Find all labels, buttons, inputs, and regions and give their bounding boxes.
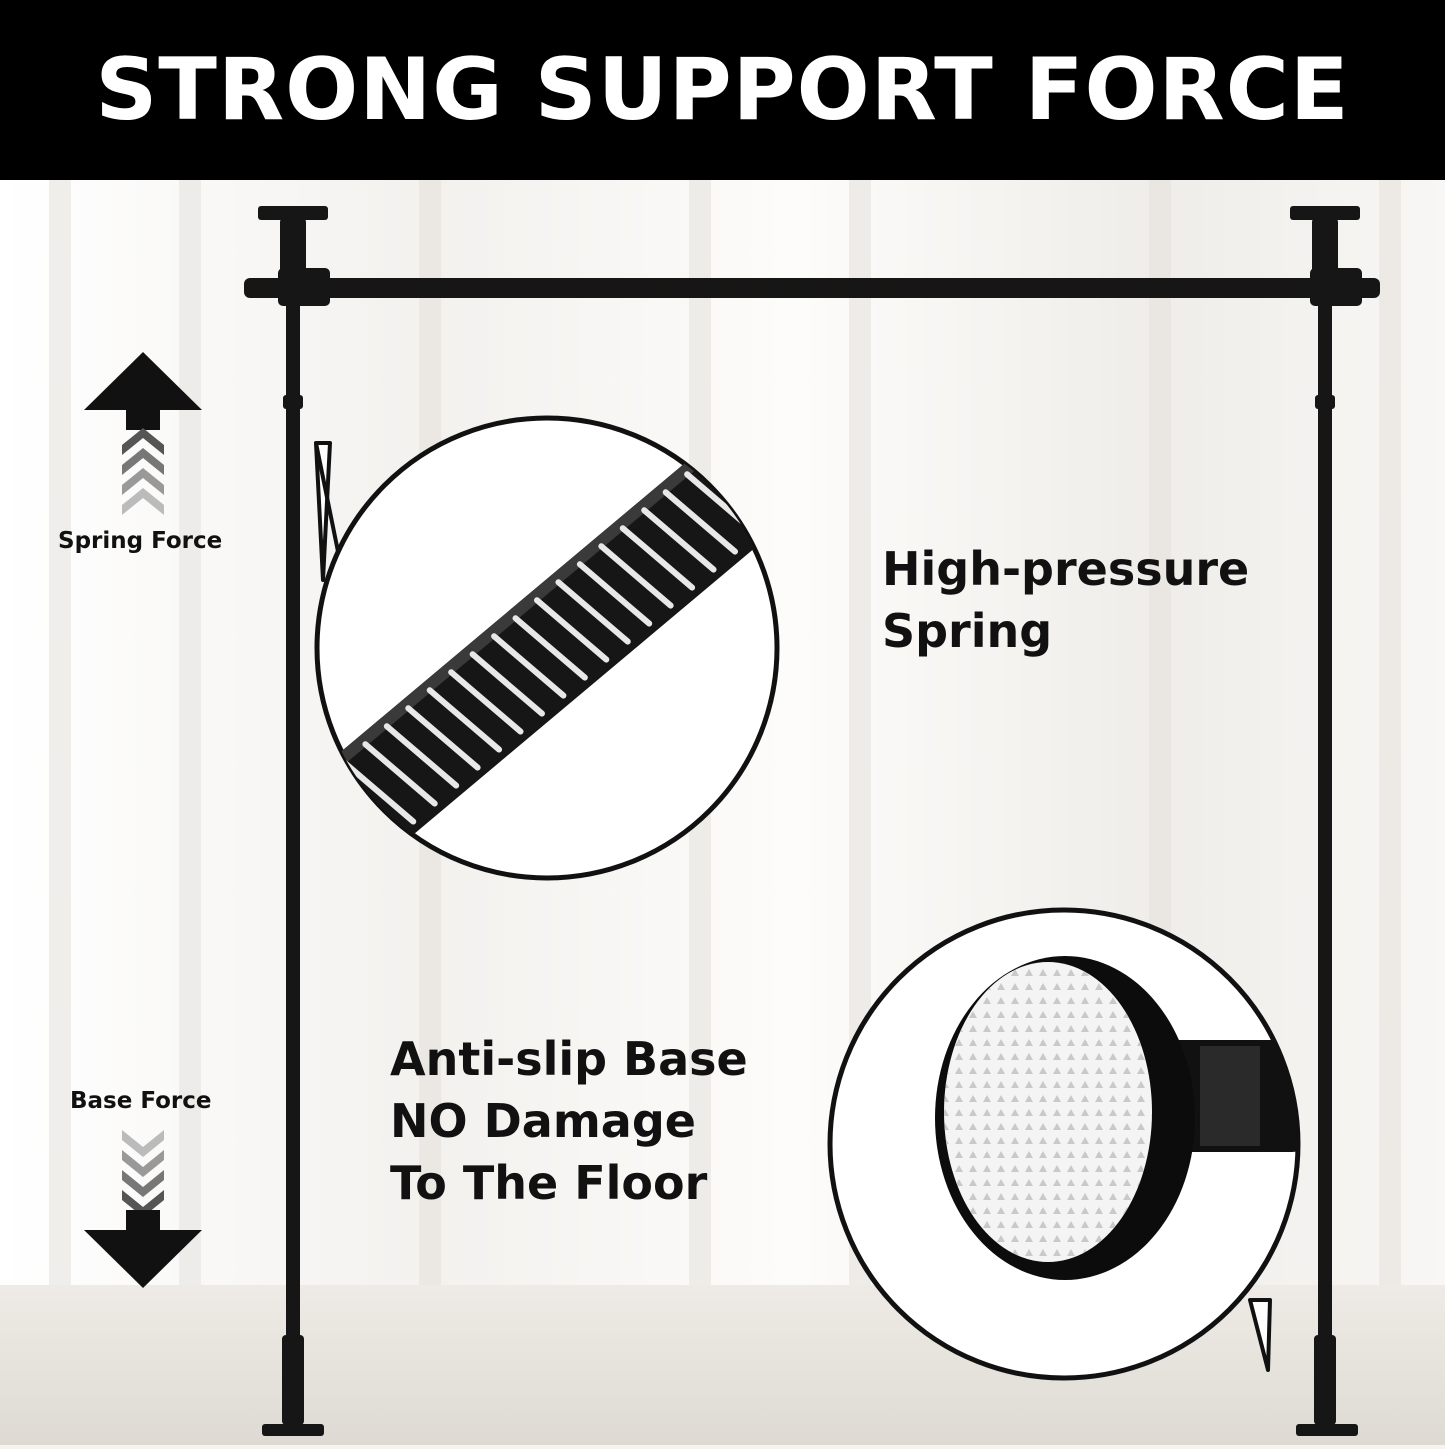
- base-feature-text: Anti-slip Base NO Damage To The Floor: [390, 1028, 748, 1214]
- base-feature-line: To The Floor: [390, 1156, 708, 1210]
- rack-illustration: [0, 180, 1445, 1445]
- down-arrow-icon: [84, 1130, 202, 1288]
- spring-force-label: Spring Force: [58, 528, 223, 554]
- header-banner: STRONG SUPPORT FORCE: [0, 0, 1445, 180]
- product-scene: Spring Force Base Force High-pressure Sp…: [0, 180, 1445, 1445]
- spring-feature-line: Spring: [882, 604, 1053, 658]
- up-arrow-icon: [84, 352, 202, 515]
- spring-closeup: [314, 415, 780, 881]
- crossbar: [244, 268, 1380, 306]
- base-feature-line: NO Damage: [390, 1094, 696, 1148]
- spring-feature-text: High-pressure Spring: [882, 538, 1249, 662]
- right-pole: [1290, 206, 1360, 1436]
- base-force-label: Base Force: [70, 1088, 212, 1114]
- left-pole: [258, 206, 328, 1436]
- page-title: STRONG SUPPORT FORCE: [95, 40, 1350, 140]
- base-pad-closeup: [827, 907, 1301, 1381]
- spring-feature-line: High-pressure: [882, 542, 1250, 596]
- base-feature-line: Anti-slip Base: [390, 1032, 748, 1086]
